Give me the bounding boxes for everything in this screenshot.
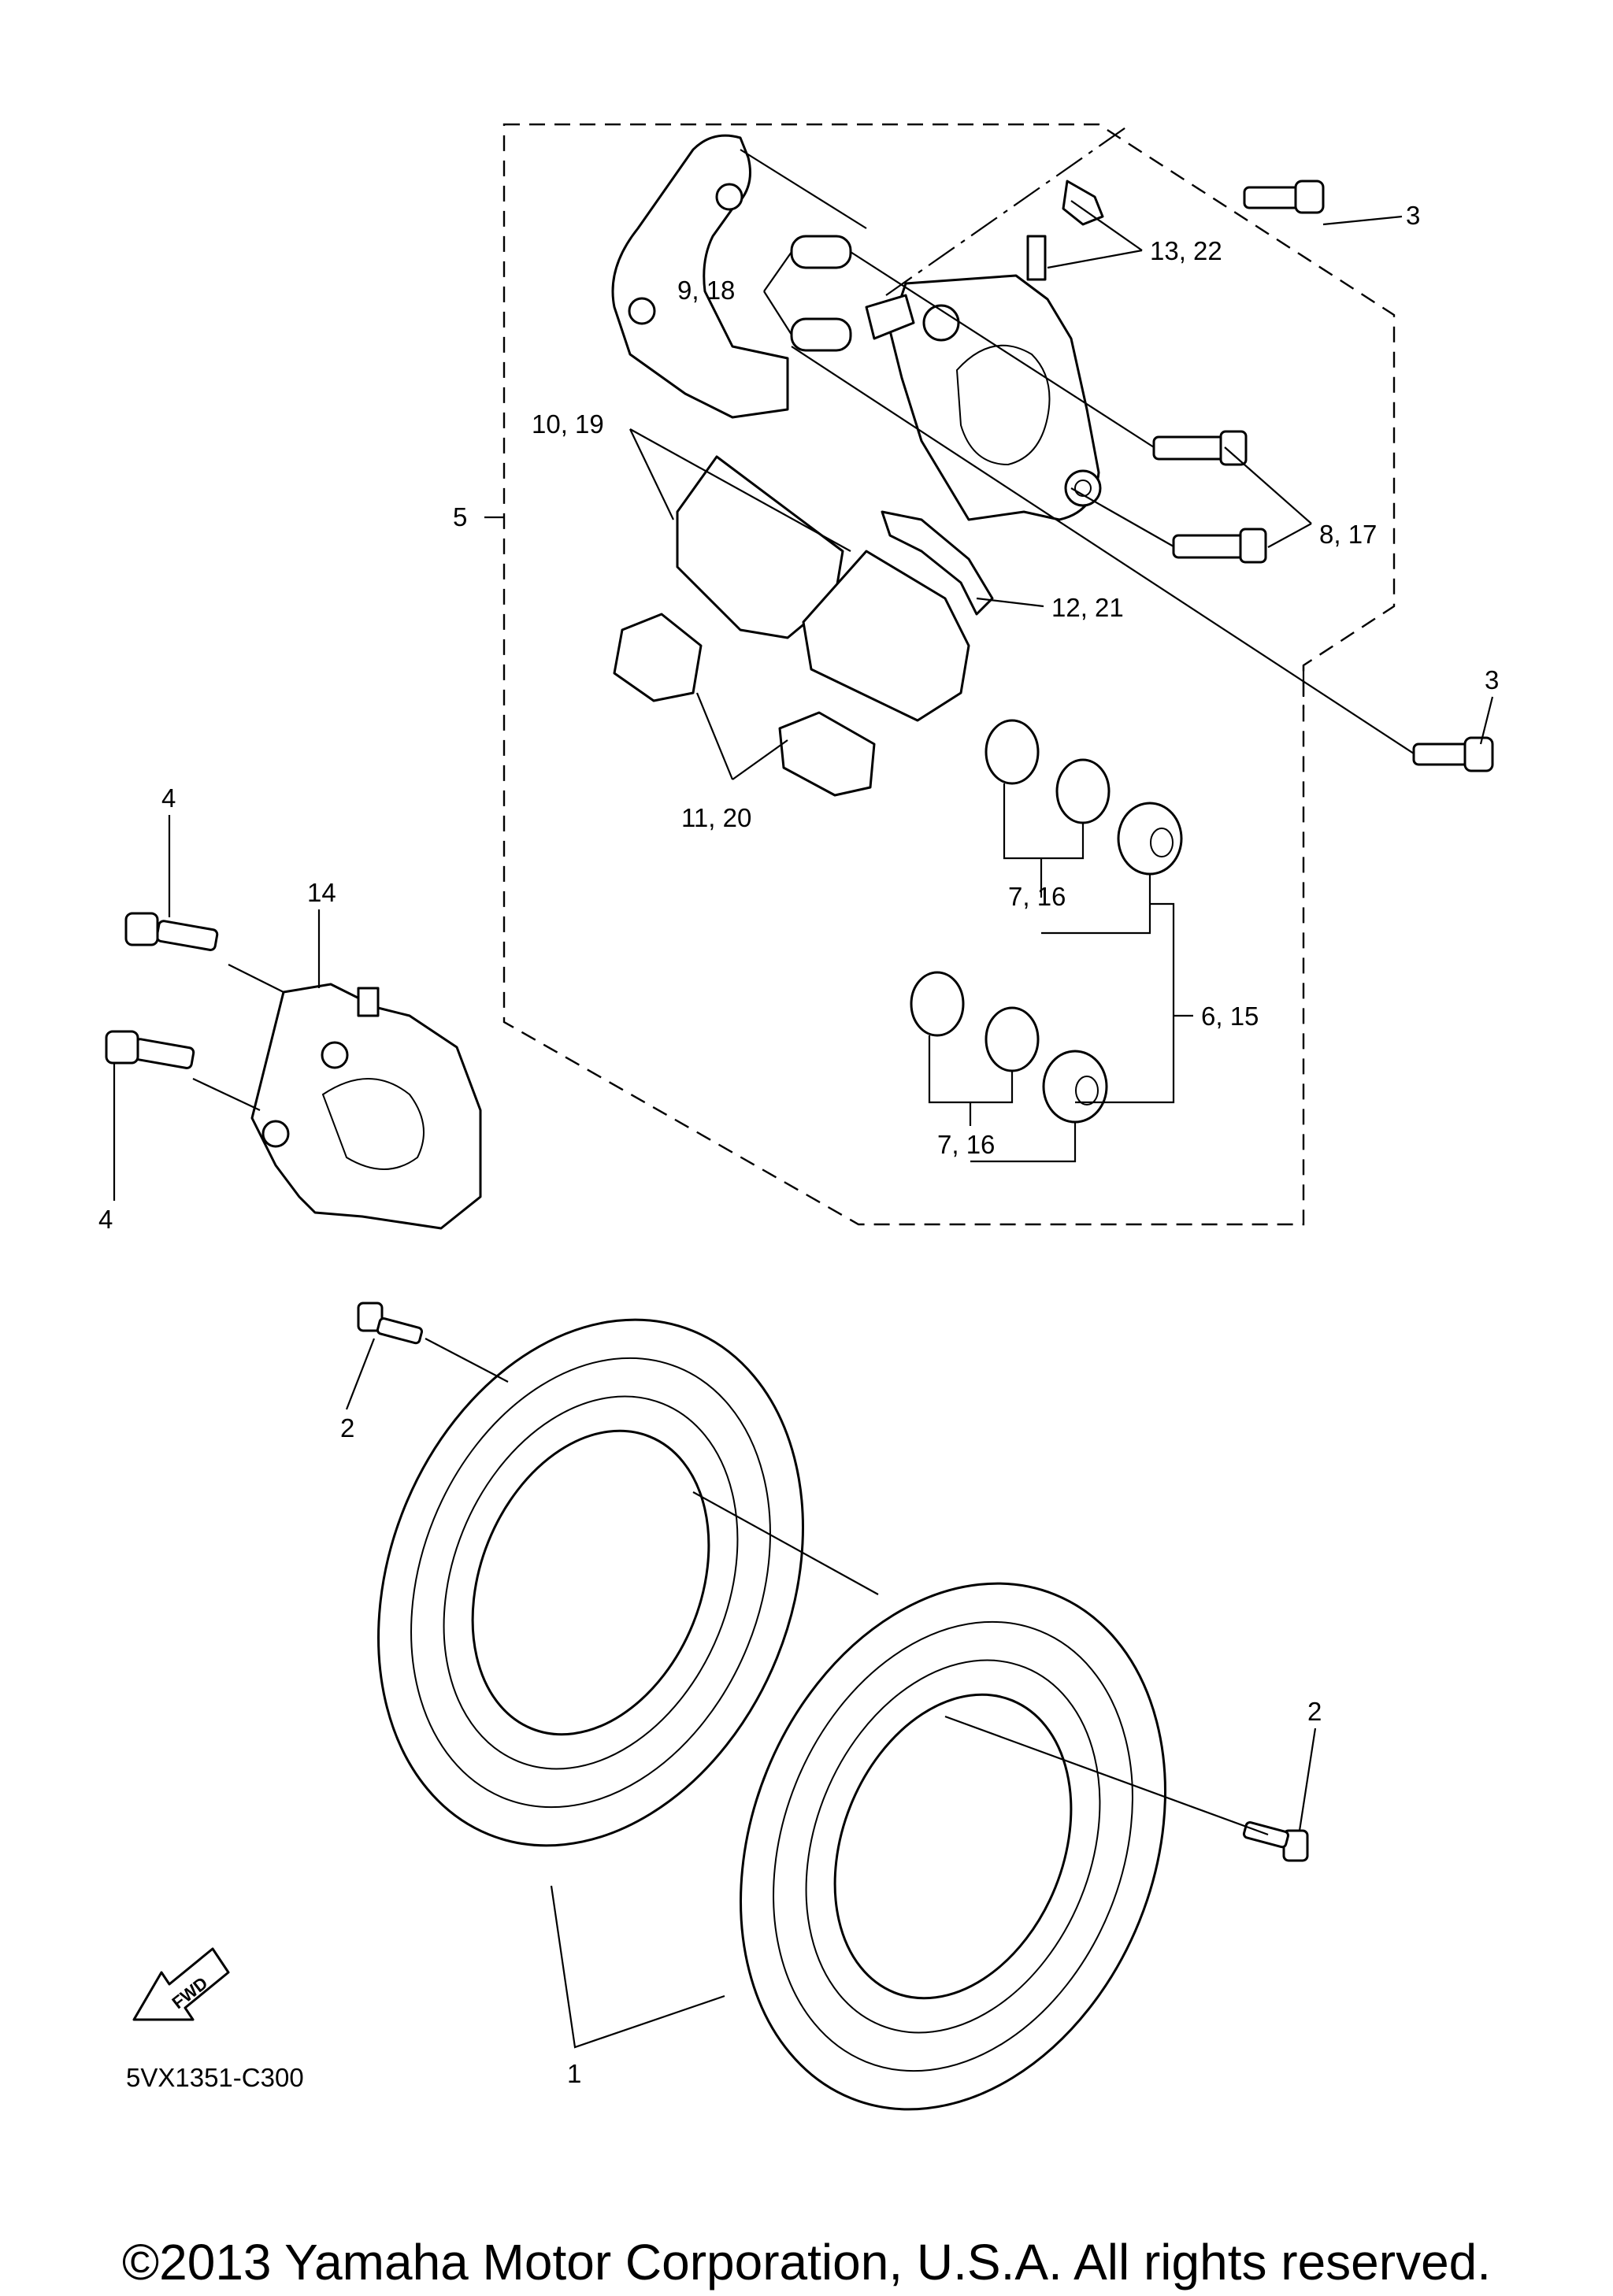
slide-pin-boots (790, 235, 852, 352)
pad-shims (613, 613, 876, 797)
brake-pads (676, 455, 970, 722)
callout-10-19: 10, 19 (532, 409, 604, 439)
callout-13-22: 13, 22 (1150, 236, 1222, 265)
callout-14: 14 (307, 878, 336, 907)
leader-lines (113, 124, 1494, 2049)
pad-spring (881, 510, 994, 616)
callout-4-lower: 4 (98, 1205, 113, 1234)
callout-5: 5 (453, 502, 467, 531)
seals-and-pistons (910, 719, 1183, 1124)
copyright-notice: ©2013 Yamaha Motor Corporation, U.S.A. A… (122, 2234, 1491, 2290)
callout-7-16-upper: 7, 16 (1008, 882, 1066, 911)
callout-3-lower: 3 (1485, 665, 1499, 694)
callout-8-17: 8, 17 (1319, 520, 1377, 549)
callout-7-16-lower: 7, 16 (937, 1130, 995, 1159)
caliper-body (611, 134, 1102, 521)
bleed-screw (1026, 180, 1104, 281)
caliper-assembly-14 (250, 983, 482, 1230)
mount-bolts-3 (1243, 180, 1494, 772)
caliper-bolts (1152, 430, 1267, 564)
callout-6-15: 6, 15 (1201, 1002, 1259, 1031)
callout-11-20: 11, 20 (681, 803, 751, 832)
brake-disc-right (740, 1582, 1166, 2111)
fwd-arrow-icon: FWD (132, 1947, 230, 2021)
callout-3-upper: 3 (1406, 201, 1420, 230)
mount-bolts-4 (105, 912, 219, 1069)
callout-12-21: 12, 21 (1051, 593, 1124, 622)
callout-1: 1 (567, 2059, 581, 2088)
callout-9-18: 9, 18 (677, 276, 735, 305)
callout-2-left: 2 (340, 1413, 354, 1442)
diagram-code: 5VX1351-C300 (126, 2063, 304, 2092)
brake-disc-left (377, 1318, 804, 1847)
callout-2-right: 2 (1307, 1697, 1322, 1726)
callout-4-upper: 4 (161, 783, 176, 813)
